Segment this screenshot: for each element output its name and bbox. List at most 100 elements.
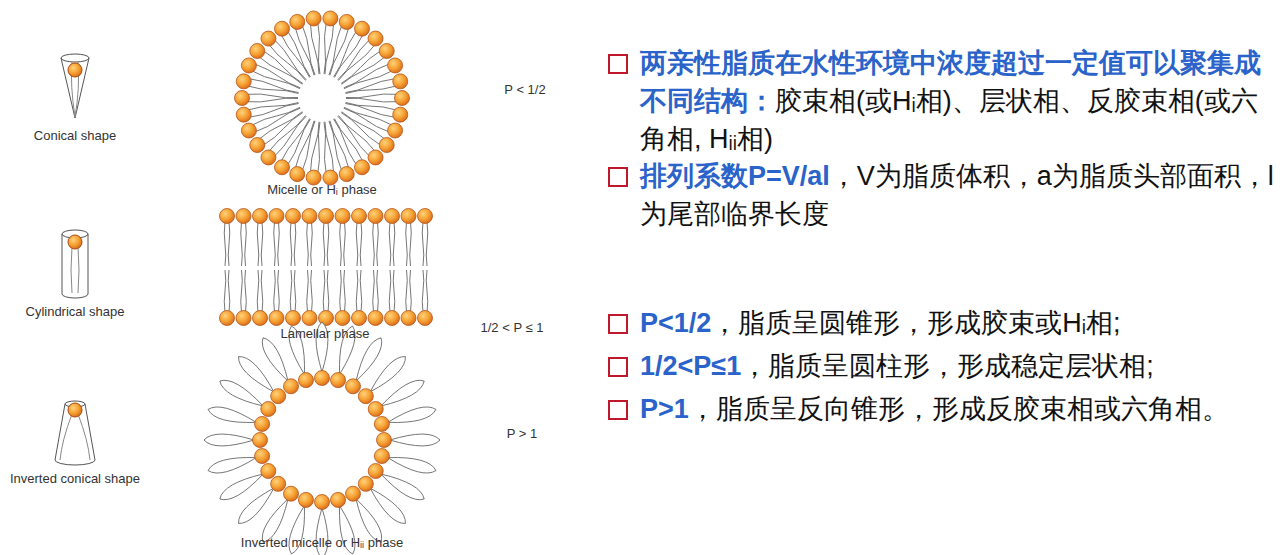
lipid-head — [368, 209, 383, 224]
lipid-tail — [334, 119, 362, 161]
bullet-square — [608, 167, 628, 187]
lipid-head — [253, 311, 268, 326]
lipid-head — [255, 416, 270, 431]
lipid-head — [377, 433, 392, 448]
lipid-tail — [324, 122, 326, 172]
phase-label: Lamellar phase — [281, 326, 370, 341]
lipid-tail — [422, 222, 424, 266]
body-text: ，脂质呈圆锥形，形成胶束或Hᵢ相; — [711, 308, 1120, 338]
lipid-tail — [329, 121, 341, 169]
lipid-tail — [410, 270, 412, 312]
lipid-head — [269, 209, 284, 224]
lipid-tail — [345, 79, 393, 93]
shape-label: Inverted conical shape — [10, 471, 140, 486]
lipid-head — [241, 123, 256, 138]
lipid-tail — [260, 112, 302, 139]
lipid-head — [236, 209, 251, 224]
lipid-tail — [388, 407, 436, 423]
lipid-head — [374, 449, 389, 464]
lipid-tail — [342, 58, 384, 85]
lipid-head — [298, 373, 313, 388]
lipid-head — [358, 389, 373, 404]
inverted-cone-icon — [55, 401, 95, 465]
lipid-head — [250, 138, 265, 153]
lipid-head — [261, 31, 276, 46]
lipid-tail — [224, 222, 226, 266]
lipid-head — [388, 58, 403, 73]
lipid-head — [271, 476, 286, 491]
lipid-tail — [239, 488, 274, 523]
lipid-tail — [410, 222, 412, 266]
lipid-head — [368, 150, 383, 165]
phase-label: Micelle or Hᵢ phase — [267, 182, 377, 197]
packing-value: P > 1 — [507, 426, 537, 441]
lipid-tail — [307, 270, 309, 312]
lipid-tail — [294, 270, 296, 312]
lipid-tail — [261, 222, 263, 266]
lipid-head — [236, 311, 251, 326]
lipid-tail — [253, 71, 300, 88]
lipid-head — [368, 31, 383, 46]
lipid-tail — [241, 270, 243, 312]
lipid-tail — [346, 103, 395, 110]
lipid-tail — [318, 24, 320, 74]
lipid-tail — [264, 52, 302, 84]
lipid-tail — [422, 270, 424, 312]
lipid-tail — [288, 119, 310, 164]
lamellar-drawing — [220, 209, 433, 326]
phase-label: Inverted micelle or Hᵢᵢ phase — [241, 535, 403, 550]
lipid-tail — [342, 112, 384, 139]
key-term: P>1 — [640, 394, 689, 424]
lipid-tail — [373, 222, 375, 266]
lipid-tail — [261, 270, 263, 312]
lipid-tail — [248, 98, 298, 102]
lipid-tail — [228, 222, 230, 266]
lipid-head — [284, 379, 299, 394]
lipid-head — [261, 402, 276, 417]
lipid-head — [368, 311, 383, 326]
lipid-head — [290, 167, 305, 182]
lipid-tail — [260, 58, 302, 85]
lipid-head — [379, 43, 394, 58]
lipid-head — [275, 160, 290, 175]
lipid-tail — [426, 270, 428, 312]
lipid-tail — [340, 222, 342, 266]
lipid-tail — [356, 338, 382, 381]
lipid-tail — [406, 222, 408, 266]
lipid-tail — [393, 222, 395, 266]
lipid-tail — [220, 380, 263, 406]
lipid-tail — [389, 222, 391, 266]
lipid-head — [358, 476, 373, 491]
key-term: 排列系数P=V/al — [640, 161, 830, 191]
lipid-head — [261, 150, 276, 165]
lipid-tail — [245, 222, 247, 266]
lipid-head — [352, 209, 367, 224]
key-term: 1/2<P≤1 — [640, 351, 741, 381]
lipid-tail — [208, 407, 256, 423]
lipid-head — [418, 209, 433, 224]
lipid-tail — [278, 222, 280, 266]
lipid-tail — [250, 79, 298, 93]
bullet-text: 排列系数P=V/al，V为脂质体积，a为脂质头部面积，l为尾部临界长度 — [640, 157, 1276, 233]
lipid-head — [331, 373, 346, 388]
lipid-head — [241, 58, 256, 73]
body-text: ，脂质呈圆柱形，形成稳定层状相; — [741, 351, 1154, 381]
lipid-tail — [262, 338, 288, 381]
lipid-head — [352, 311, 367, 326]
shape-label: Conical shape — [34, 128, 116, 143]
lipid-tail — [224, 270, 226, 312]
lipid-head — [374, 416, 389, 431]
lipid-head — [395, 91, 410, 106]
lipid-tail — [373, 270, 375, 312]
lipid-head — [323, 11, 338, 26]
lipid-head — [302, 209, 317, 224]
lipid-head — [379, 138, 394, 153]
key-term: P<1/2 — [640, 308, 711, 338]
lipid-tail — [334, 32, 356, 77]
lipid-tail — [381, 474, 424, 500]
lipid-tail — [270, 116, 306, 151]
lipid-head — [331, 492, 346, 507]
lipid-head — [346, 379, 361, 394]
lipid-tail — [341, 112, 379, 144]
lipid-tail — [208, 457, 256, 473]
